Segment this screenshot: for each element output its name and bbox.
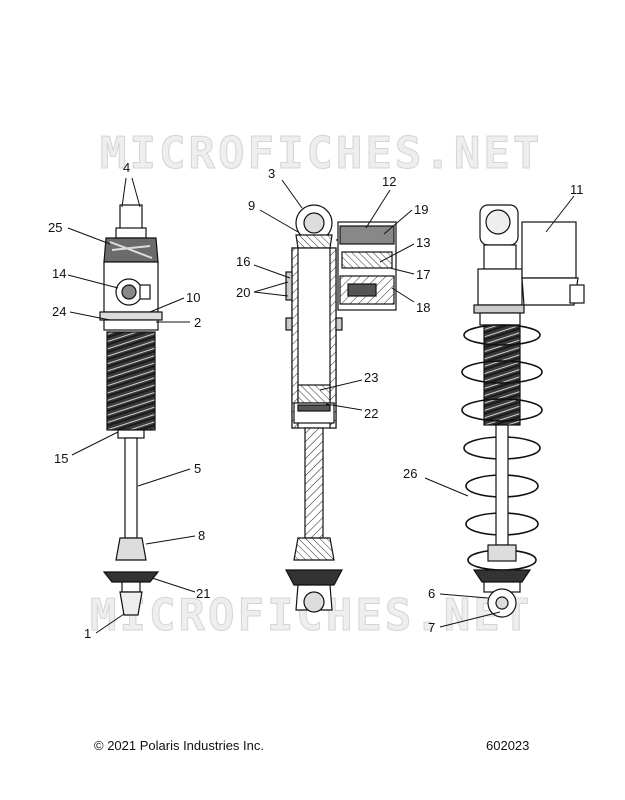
center-shock — [285, 204, 397, 613]
callout-25: 25 — [48, 220, 62, 235]
callout-20: 20 — [236, 285, 250, 300]
callout-5: 5 — [194, 461, 201, 476]
callout-16: 16 — [236, 254, 250, 269]
callout-14: 14 — [52, 266, 66, 281]
callout-8: 8 — [198, 528, 205, 543]
callout-19: 19 — [414, 202, 428, 217]
callout-24: 24 — [52, 304, 66, 319]
right-shock — [461, 204, 585, 618]
callout-10: 10 — [186, 290, 200, 305]
callout-6: 6 — [428, 586, 435, 601]
callout-26: 26 — [403, 466, 417, 481]
figure-number: 602023 — [486, 738, 530, 753]
callout-labels: 4 25 14 10 24 2 15 5 8 21 1 3 9 16 20 12… — [48, 160, 584, 641]
callout-15: 15 — [54, 451, 68, 466]
watermark-top: MICROFICHES.NET — [100, 128, 542, 179]
callout-4: 4 — [123, 160, 130, 175]
callout-11: 11 — [570, 182, 584, 197]
callout-17: 17 — [416, 267, 430, 282]
leader-lines — [67, 177, 575, 634]
callout-21: 21 — [196, 586, 210, 601]
callout-7: 7 — [428, 620, 435, 635]
callout-9: 9 — [248, 198, 255, 213]
callout-23: 23 — [364, 370, 378, 385]
callout-2: 2 — [194, 315, 201, 330]
callout-3: 3 — [268, 166, 275, 181]
callout-1: 1 — [84, 626, 91, 641]
copyright-notice: © 2021 Polaris Industries Inc. — [94, 738, 264, 753]
callout-18: 18 — [416, 300, 430, 315]
callout-22: 22 — [364, 406, 378, 421]
callout-12: 12 — [382, 174, 396, 189]
left-shock — [99, 204, 163, 616]
callout-13: 13 — [416, 235, 430, 250]
